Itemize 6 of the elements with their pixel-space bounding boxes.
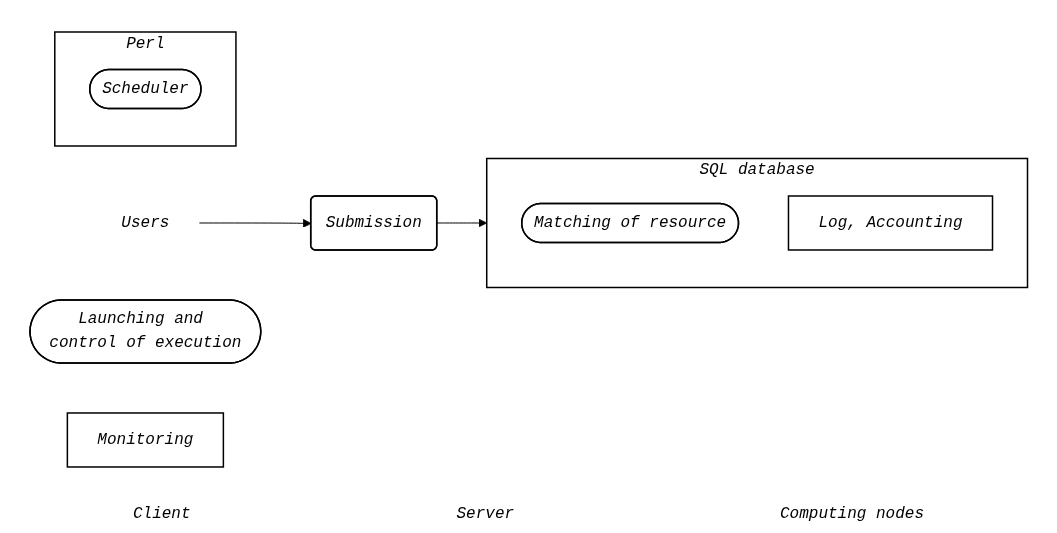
region-label: Client (132, 505, 191, 523)
node-text: Users (121, 213, 170, 232)
node-box: Log, Accounting (787, 195, 993, 251)
region-label: Server (456, 505, 515, 523)
node-box: Monitoring (66, 412, 224, 468)
region-label: Computing nodes (780, 505, 924, 523)
